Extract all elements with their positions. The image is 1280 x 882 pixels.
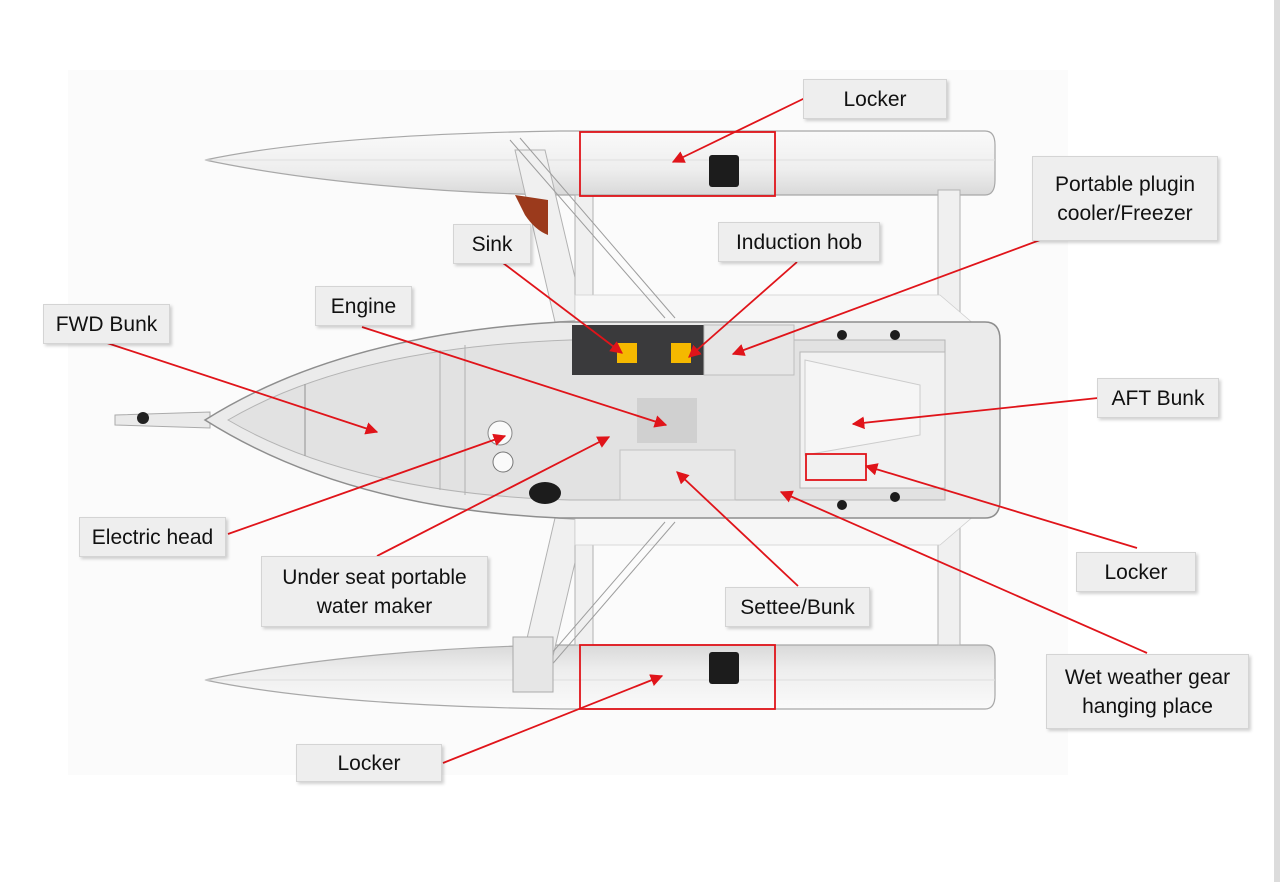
arrow-wet-weather <box>779 490 1148 654</box>
label-wet-weather: Wet weather gear hanging place <box>1046 654 1249 729</box>
label-aft-bunk: AFT Bunk <box>1097 378 1219 418</box>
top-locker-hatch <box>709 155 739 187</box>
arrow-engine <box>361 326 668 428</box>
arrow-aft-bunk <box>851 397 1099 430</box>
arrow-locker-bottom <box>442 674 664 764</box>
label-water-maker: Under seat portable water maker <box>261 556 488 627</box>
top-rudder <box>515 195 548 235</box>
arrow-cooler <box>731 239 1041 356</box>
settee <box>619 449 736 501</box>
top-float <box>204 130 996 196</box>
arrow-fwd-bunk <box>106 342 379 435</box>
top-locker-outline <box>579 131 776 197</box>
arrow-locker-right <box>864 463 1138 549</box>
label-locker-top: Locker <box>803 79 947 119</box>
bottom-float <box>204 644 996 710</box>
label-induction-hob: Induction hob <box>718 222 880 262</box>
arrow-hob <box>688 261 798 358</box>
label-fwd-bunk: FWD Bunk <box>43 304 170 344</box>
bottom-locker-outline <box>579 644 776 710</box>
cooler-area <box>703 324 795 376</box>
callout-arrows <box>106 97 1148 764</box>
arrow-locker-top <box>671 97 806 163</box>
bowsprit <box>114 411 211 429</box>
hob-square <box>671 343 691 363</box>
label-settee: Settee/Bunk <box>725 587 870 627</box>
arrow-settee <box>676 471 799 587</box>
label-locker-right: Locker <box>1076 552 1196 592</box>
right-edge-bar <box>1274 0 1280 882</box>
sink-square <box>617 343 637 363</box>
bottom-locker-hatch <box>709 652 739 684</box>
label-engine: Engine <box>315 286 412 326</box>
bottom-step <box>512 636 554 693</box>
label-portable-cooler: Portable plugin cooler/Freezer <box>1032 156 1218 241</box>
label-sink: Sink <box>453 224 531 264</box>
label-locker-bottom: Locker <box>296 744 442 782</box>
arrow-water-maker <box>376 436 611 557</box>
arrow-sink <box>502 262 624 354</box>
engine-box <box>637 398 697 443</box>
arrow-electric-head <box>227 433 507 535</box>
label-electric-head: Electric head <box>79 517 226 557</box>
